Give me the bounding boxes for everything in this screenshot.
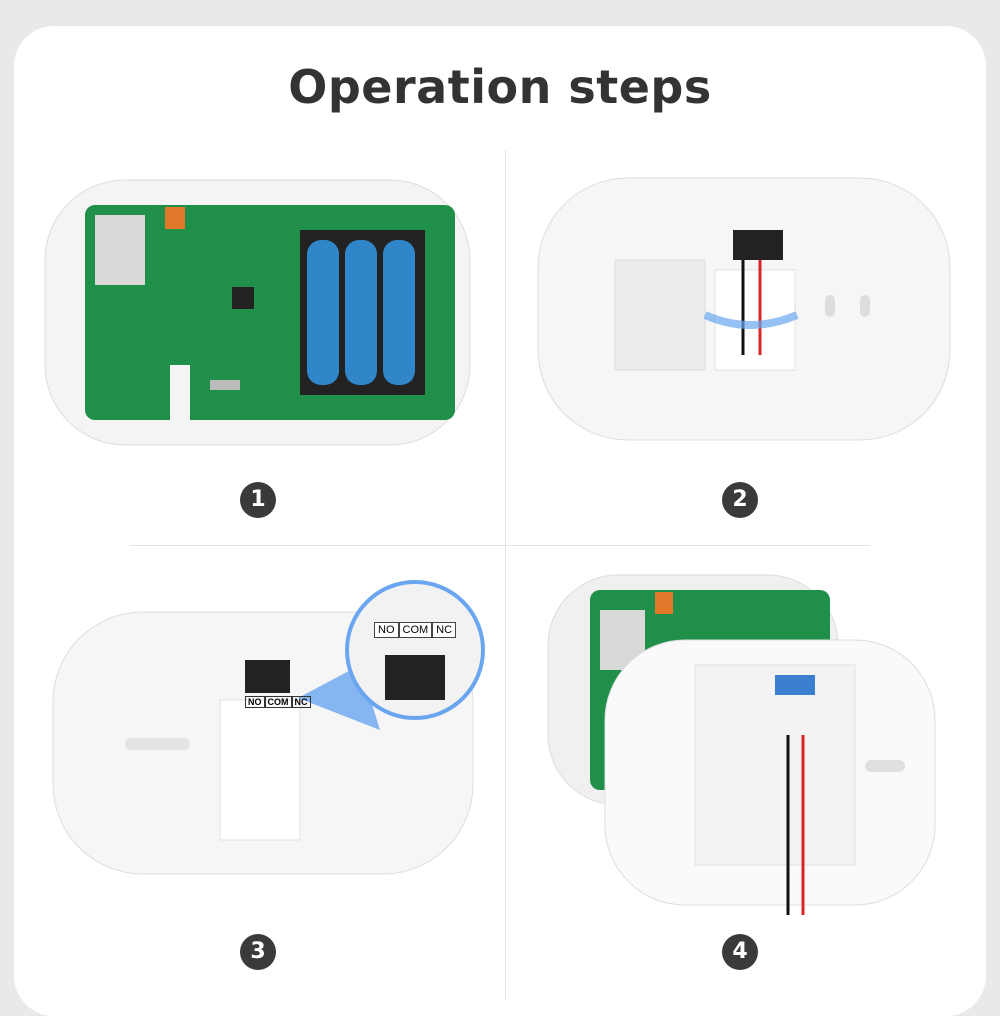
step1-pcb-image [44,179,471,446]
terminal-label-nc: NC [291,696,311,708]
vertical-divider [505,150,506,1000]
step-number-4: 4 [722,934,758,970]
step-number-3: 3 [240,934,276,970]
step3-back-cover-image [52,580,485,875]
horizontal-divider [130,545,870,546]
page-title: Operation steps [288,60,712,114]
terminal-label-com: COM [264,696,292,708]
terminal-label-nc-zoomed: NC [432,622,457,638]
terminal-label-strip-zoomed: NO COM NC [374,622,457,638]
step-number-1: 1 [240,482,276,518]
step4-assembly-image [547,574,936,915]
step2-back-cover-image [537,177,951,441]
terminal-label-com-zoomed: COM [398,622,433,638]
step-number-2: 2 [722,482,758,518]
terminal-label-strip-small: NO COM NC [245,696,311,708]
terminal-label-no: NO [245,696,265,708]
terminal-label-no-zoomed: NO [374,622,399,638]
